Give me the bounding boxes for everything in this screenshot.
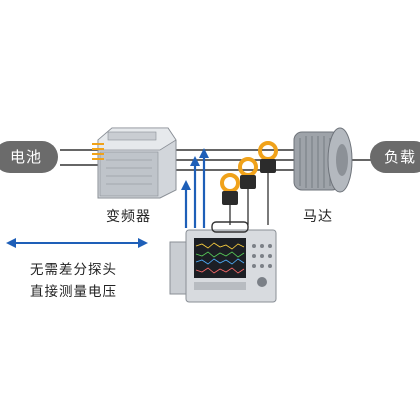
inverter-caption: 变频器 [106, 209, 151, 225]
motor-caption: 马达 [303, 209, 333, 225]
motor-cable [168, 149, 300, 171]
oscilloscope-icon [169, 221, 277, 303]
current-clamp-icon [238, 157, 258, 225]
motor-icon [293, 127, 353, 193]
load-label: 负载 [370, 141, 420, 173]
note-line-2: 直接测量电压 [30, 284, 117, 300]
note-line-1: 无需差分探头 [30, 262, 117, 278]
voltage-arrow-icon [181, 148, 209, 228]
inverter-icon [92, 127, 177, 199]
current-clamp-icon [258, 141, 278, 225]
battery-label: 电池 [0, 141, 58, 173]
current-clamp-icon [220, 173, 240, 225]
battery-cable [60, 149, 98, 166]
double-arrow-icon [6, 238, 148, 248]
